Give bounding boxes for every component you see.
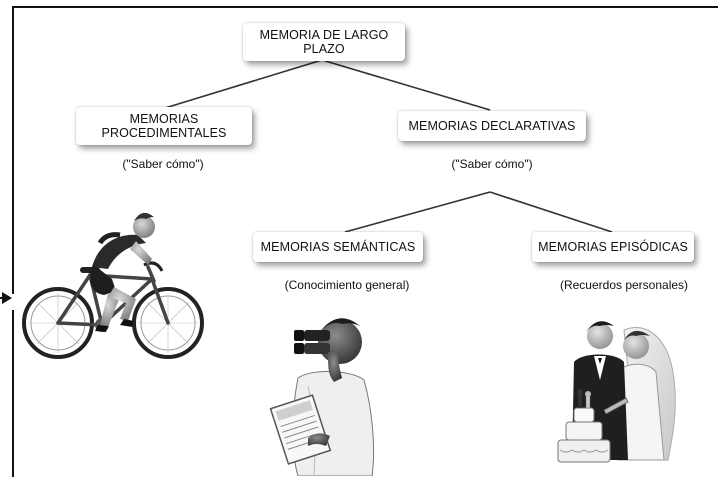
node-episodic-memories: MEMORIAS EPISÓDICAS — [532, 232, 694, 262]
note-procedural: ("Saber cómo") — [122, 157, 204, 171]
cyclist-icon — [22, 212, 204, 359]
note-episodic: (Recuerdos personales) — [559, 278, 689, 292]
node-declarative-memories: MEMORIAS DECLARATIVAS — [398, 111, 586, 141]
frame-arrow-icon — [2, 292, 12, 304]
frame-left-border — [12, 6, 14, 294]
node-long-term-memory: MEMORIA DE LARGO PLAZO — [243, 23, 405, 61]
frame-top-border — [12, 6, 718, 8]
connector-declarative-episodic — [489, 191, 613, 233]
note-declarative: ("Saber cómo") — [451, 157, 533, 171]
node-semantic-memories: MEMORIAS SEMÁNTICAS — [253, 232, 423, 262]
wedding-couple-icon — [557, 321, 676, 463]
frame-left-border-lower — [12, 310, 14, 477]
note-semantic: (Conocimiento general) — [284, 278, 410, 292]
connector-declarative-semantic — [344, 191, 491, 233]
connector-root-procedural — [164, 59, 323, 109]
binoculars-reader-icon — [269, 318, 375, 476]
connector-root-declarative — [321, 59, 491, 111]
node-procedural-memories: MEMORIAS PROCEDIMENTALES — [76, 107, 252, 145]
